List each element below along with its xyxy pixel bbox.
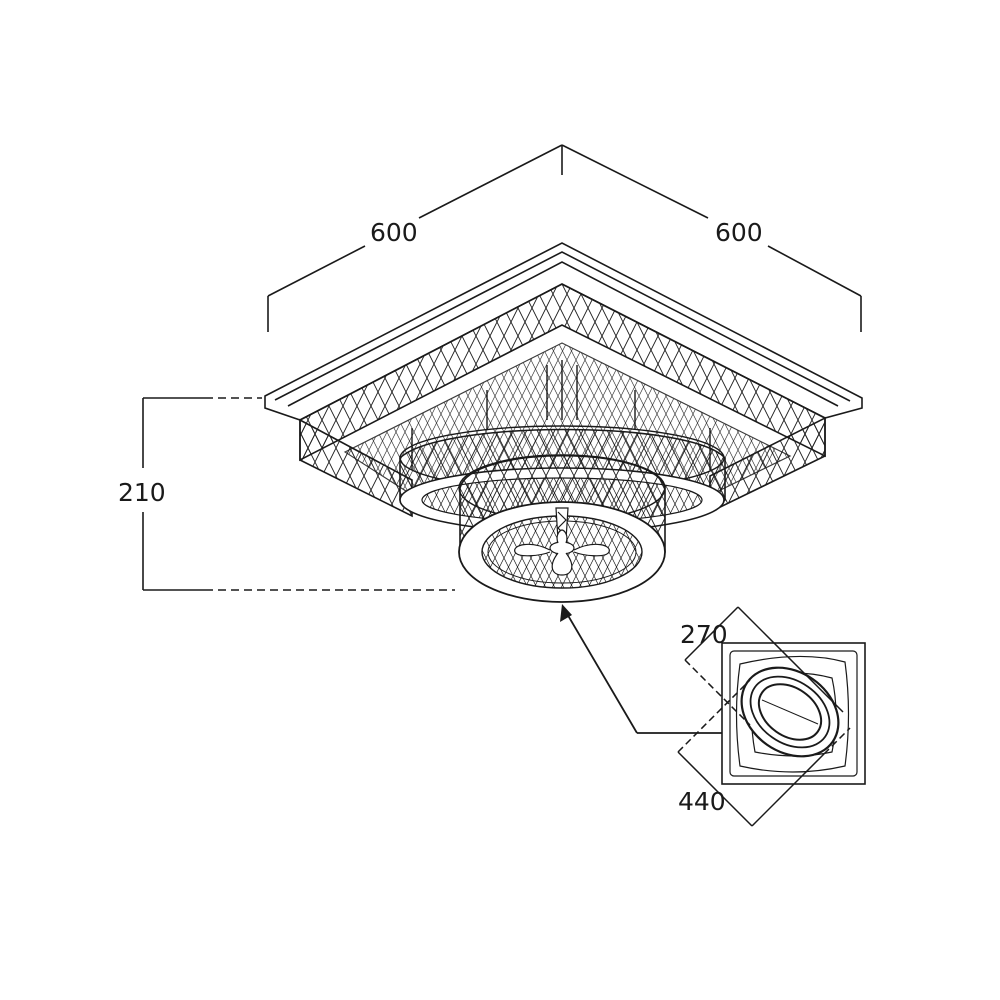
- height-dimension-label: 210: [118, 478, 166, 507]
- top-view-inset: [721, 642, 866, 785]
- width-dimension-lines: [267, 144, 862, 332]
- width-dimension-label-left: 600: [370, 218, 418, 247]
- outer-ring-dimension-label: 440: [678, 787, 726, 816]
- height-dimension-lines: [142, 397, 455, 591]
- inset-dimension-lines: [677, 606, 851, 827]
- width-dimension-label-right: 600: [715, 218, 763, 247]
- lamp-body: [264, 242, 863, 603]
- inner-ring-dimension-label: 270: [680, 620, 728, 649]
- center-hub: [514, 507, 610, 576]
